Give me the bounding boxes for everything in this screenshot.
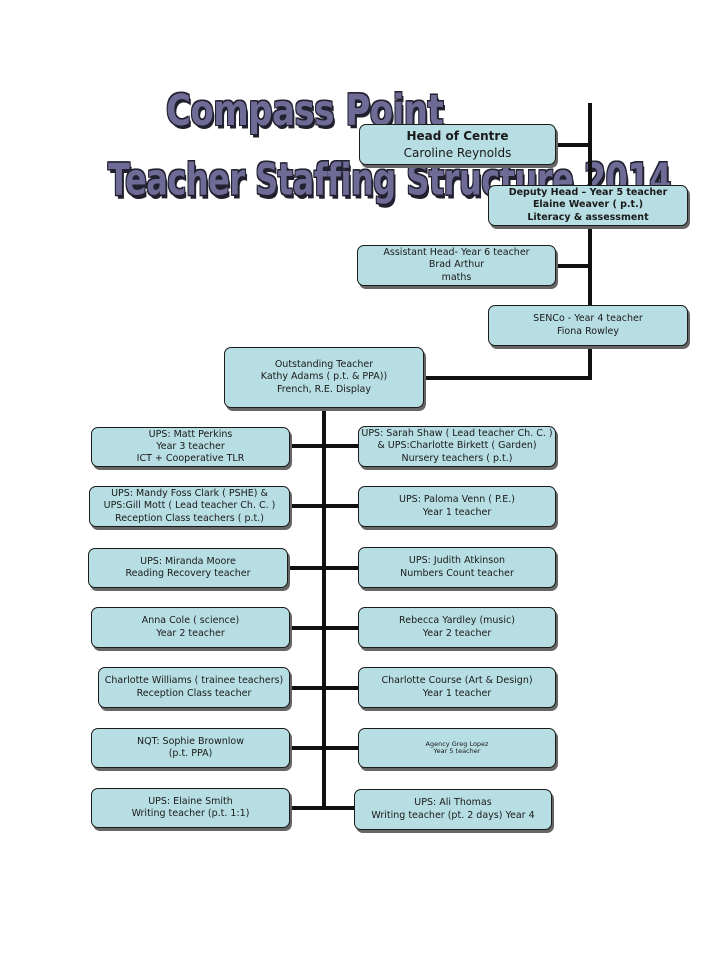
box-right-2: UPS: Paloma Venn ( P.E.) Year 1 teacher [358, 486, 556, 527]
right-4-line-2: Year 2 teacher [422, 627, 492, 639]
left-1-line-2: Year 3 teacher [156, 440, 225, 452]
right-3-line-2: Numbers Count teacher [400, 567, 514, 579]
deputy-line-3: Literacy & assessment [527, 211, 649, 223]
box-left-7: UPS: Elaine Smith Writing teacher (p.t. … [91, 788, 290, 828]
box-right-6: Agency Greg Lopez Year 5 teacher [358, 728, 556, 768]
left-2-line-1: UPS: Mandy Foss Clark ( PSHE) & [111, 488, 268, 500]
box-right-4: Rebecca Yardley (music) Year 2 teacher [358, 607, 556, 648]
senco-line-1: SENCo - Year 4 teacher [533, 313, 643, 325]
left-1-line-3: ICT + Cooperative TLR [136, 453, 245, 465]
left-7-line-2: Writing teacher (p.t. 1:1) [131, 808, 250, 819]
left-5-line-2: Reception Class teacher [136, 687, 252, 699]
left-6-line-1: NQT: Sophie Brownlow [136, 735, 244, 747]
box-assistant: Assistant Head- Year 6 teacher Brad Arth… [357, 245, 556, 286]
right-5-line-1: Charlotte Course (Art & Design) [381, 675, 533, 687]
box-head: Head of Centre Caroline Reynolds [359, 124, 556, 165]
box-right-3: UPS: Judith Atkinson Numbers Count teach… [358, 547, 556, 588]
left-7-line-1: UPS: Elaine Smith [148, 795, 233, 807]
box-senco: SENCo - Year 4 teacher Fiona Rowley [488, 305, 688, 346]
box-left-5: Charlotte Williams ( trainee teachers) R… [98, 667, 290, 708]
assistant-line-3: maths [441, 271, 472, 283]
right-7-line-2: Writing teacher (pt. 2 days) Year 4 [371, 809, 535, 821]
right-1-line-2: & UPS:Charlotte Birkett ( Garden) [377, 440, 537, 452]
right-1-line-1: UPS: Sarah Shaw ( Lead teacher Ch. C. ) [361, 428, 553, 440]
deputy-line-2: Elaine Weaver ( p.t.) [532, 199, 644, 211]
left-4-line-1: Anna Cole ( science) [141, 615, 240, 627]
right-5-line-2: Year 1 teacher [422, 687, 492, 699]
assistant-line-2: Brad Arthur [428, 259, 485, 271]
left-5-line-1: Charlotte Williams ( trainee teachers) [104, 675, 284, 687]
head-line-1: Head of Centre [406, 129, 509, 144]
box-left-4: Anna Cole ( science) Year 2 teacher [91, 607, 290, 648]
left-4-line-2: Year 2 teacher [156, 627, 225, 639]
right-6-line-2: Year 5 teacher [433, 747, 481, 755]
assistant-line-1: Assistant Head- Year 6 teacher [383, 247, 530, 259]
head-line-2: Caroline Reynolds [403, 145, 512, 160]
box-left-2: UPS: Mandy Foss Clark ( PSHE) & UPS:Gill… [89, 486, 290, 527]
right-7-line-1: UPS: Ali Thomas [414, 797, 492, 809]
box-left-3: UPS: Miranda Moore Reading Recovery teac… [88, 548, 288, 588]
left-1-line-1: UPS: Matt Perkins [148, 428, 233, 440]
right-2-line-2: Year 1 teacher [422, 506, 492, 518]
box-right-5: Charlotte Course (Art & Design) Year 1 t… [358, 667, 556, 708]
right-2-line-1: UPS: Paloma Venn ( P.E.) [399, 494, 515, 506]
right-6-line-1: Agency Greg Lopez [425, 739, 489, 748]
outstanding-line-3: French, R.E. Display [277, 383, 371, 395]
box-outstanding: Outstanding Teacher Kathy Adams ( p.t. &… [224, 347, 424, 408]
box-left-1: UPS: Matt Perkins Year 3 teacher ICT + C… [91, 427, 290, 467]
box-right-7: UPS: Ali Thomas Writing teacher (pt. 2 d… [354, 789, 552, 830]
left-2-line-2: UPS:Gill Mott ( Lead teacher Ch. C. ) [103, 500, 276, 512]
deputy-line-1: Deputy Head – Year 5 teacher [508, 187, 668, 199]
left-6-line-2: (p.t. PPA) [168, 748, 213, 759]
box-left-6: NQT: Sophie Brownlow (p.t. PPA) [91, 728, 290, 768]
right-1-line-3: Nursery teachers ( p.t.) [401, 452, 513, 464]
box-right-1: UPS: Sarah Shaw ( Lead teacher Ch. C. ) … [358, 426, 556, 467]
left-3-line-2: Reading Recovery teacher [125, 568, 251, 579]
senco-line-2: Fiona Rowley [557, 325, 619, 337]
outstanding-line-1: Outstanding Teacher [274, 359, 374, 371]
right-3-line-1: UPS: Judith Atkinson [408, 555, 506, 567]
right-4-line-1: Rebecca Yardley (music) [399, 615, 515, 627]
box-deputy: Deputy Head – Year 5 teacher Elaine Weav… [488, 185, 688, 226]
left-3-line-1: UPS: Miranda Moore [140, 555, 236, 567]
outstanding-line-2: Kathy Adams ( p.t. & PPA)) [260, 371, 388, 383]
left-2-line-3: Reception Class teachers ( p.t.) [115, 512, 264, 524]
